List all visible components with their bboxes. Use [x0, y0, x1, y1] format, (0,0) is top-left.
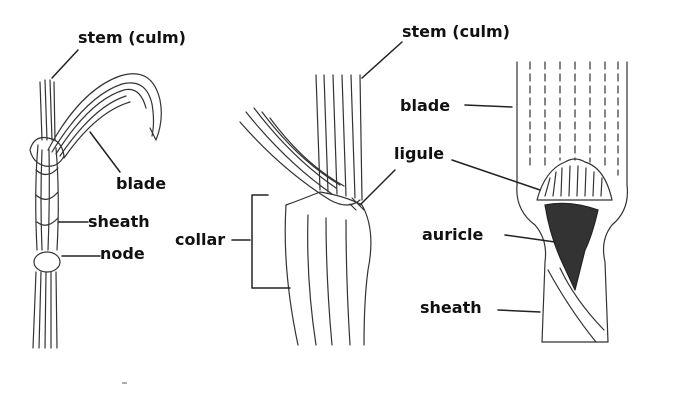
left-blade	[47, 73, 162, 159]
label-sheath-right: sheath	[420, 298, 482, 317]
label-node: node	[100, 244, 145, 263]
left-stem-shoot	[29, 79, 65, 349]
label-sheath-left: sheath	[88, 212, 150, 231]
auricle-shape	[544, 202, 599, 291]
label-stem-mid: stem (culm)	[402, 22, 510, 41]
label-stem-left: stem (culm)	[78, 28, 186, 47]
label-ligule: ligule	[394, 144, 445, 163]
leader-lines	[51, 41, 556, 313]
label-collar: collar	[175, 230, 226, 249]
label-auricle: auricle	[422, 225, 484, 244]
label-blade-right: blade	[400, 96, 451, 115]
right-ligule-closeup	[516, 61, 629, 343]
label-blade-left: blade	[116, 174, 167, 193]
middle-collar-closeup	[239, 74, 372, 346]
